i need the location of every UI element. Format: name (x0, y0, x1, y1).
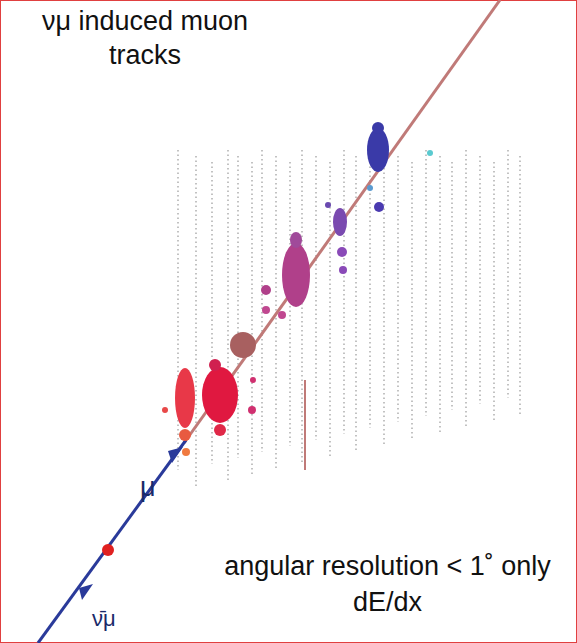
detector-string (383, 150, 384, 445)
hit-blobs (162, 122, 433, 470)
detector-string (301, 150, 302, 463)
detector-string (315, 156, 316, 440)
detector-string (397, 156, 398, 422)
detector-strings (178, 150, 520, 487)
arrowhead (168, 447, 183, 463)
detector-string (507, 150, 508, 398)
particle-label: μ (140, 472, 156, 503)
muon-track (184, 0, 500, 443)
detector-string (493, 162, 494, 421)
arrowhead (79, 584, 93, 600)
interaction-vertex (102, 544, 114, 556)
detector-string (369, 162, 370, 428)
detector-string (227, 150, 228, 481)
detector-string (425, 150, 426, 416)
detector-string (479, 156, 480, 404)
title: νμ induced muon tracks (30, 4, 260, 72)
detector-string (451, 162, 452, 410)
detector-string (411, 162, 412, 439)
detector-string (177, 150, 178, 470)
particle-label: ν̄μ (92, 606, 116, 632)
detector-string (195, 156, 196, 487)
detector-string (343, 150, 344, 434)
detector-string (237, 156, 238, 458)
detector-string (261, 150, 262, 452)
detector-string (519, 156, 520, 415)
neutrino-line (38, 440, 186, 643)
detector-string (251, 162, 252, 475)
detector-string (439, 156, 440, 433)
note: angular resolution < 1˚ only dE/dx (215, 548, 560, 620)
detector-string (465, 150, 466, 427)
